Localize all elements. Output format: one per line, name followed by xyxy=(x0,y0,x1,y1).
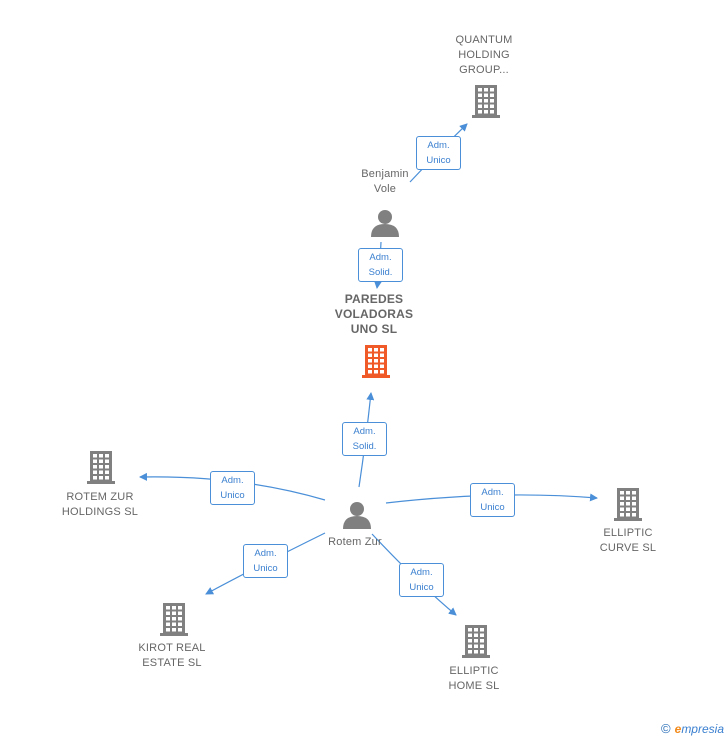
node-label-quantum[interactable]: QUANTUM HOLDING GROUP... xyxy=(455,34,513,76)
building-icon-elliptic-curve[interactable] xyxy=(614,488,642,521)
building-icon-rotem-holdings[interactable] xyxy=(87,451,115,484)
node-label-rotem-holdings[interactable]: ROTEM ZUR HOLDINGS SL xyxy=(61,491,139,518)
node-label-paredes[interactable]: PAREDES VOLADORAS UNO SL xyxy=(334,292,414,336)
edge-label-benjamin-quantum: Adm.Unico xyxy=(416,136,461,170)
node-label-benjamin[interactable]: Benjamin Vole xyxy=(361,168,409,195)
edge-label-rotem-kirot: Adm.Unico xyxy=(243,544,288,578)
node-label-elliptic-home[interactable]: ELLIPTIC HOME SL xyxy=(448,665,500,692)
person-icon-rotem-zur[interactable] xyxy=(343,502,371,529)
building-icon-elliptic-home[interactable] xyxy=(462,625,490,658)
node-label-kirot[interactable]: KIROT REAL ESTATE SL xyxy=(138,642,206,669)
node-label-rotem-zur[interactable]: Rotem Zur xyxy=(328,536,382,548)
edge-label-rotem-home: Adm.Unico xyxy=(399,563,444,597)
node-label-elliptic-curve[interactable]: ELLIPTIC CURVE SL xyxy=(599,527,657,554)
edge-label-rotem-curve: Adm.Unico xyxy=(470,483,515,517)
edge-label-rotem-paredes: Adm.Solid. xyxy=(342,422,387,456)
building-icon-quantum[interactable] xyxy=(472,85,500,118)
copyright-icon: © xyxy=(661,721,671,736)
empresia-brand: ©empresia xyxy=(661,721,724,736)
building-icon-paredes[interactable] xyxy=(362,345,390,378)
edge-label-rotem-holdings: Adm.Unico xyxy=(210,471,255,505)
building-icon-kirot[interactable] xyxy=(160,603,188,636)
person-icon-benjamin[interactable] xyxy=(371,210,399,237)
edge-label-benjamin-paredes: Adm.Solid. xyxy=(358,248,403,282)
